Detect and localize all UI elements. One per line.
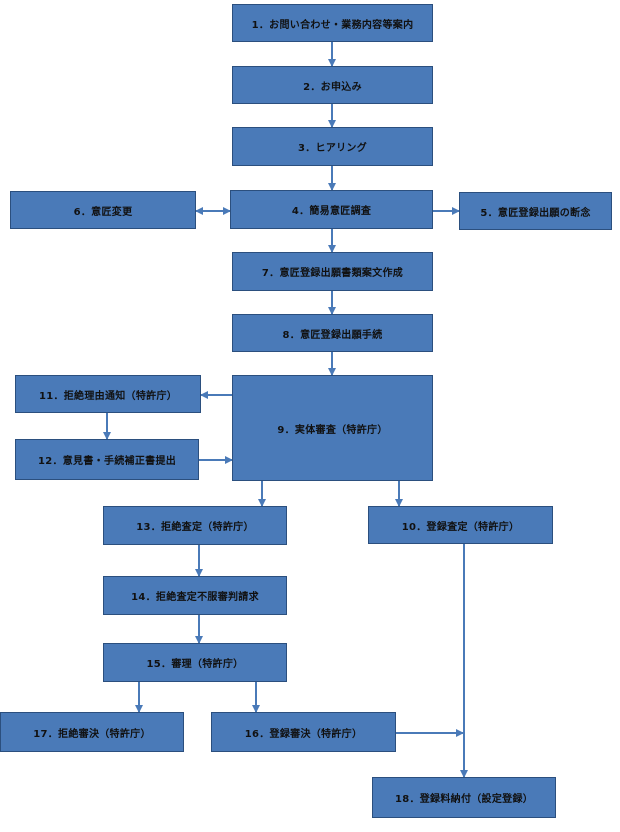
step-7-box: 7．意匠登録出願書類案文作成 [232,252,433,291]
step-8-label: 8．意匠登録出願手続 [282,329,383,341]
step-2-box: 2．お申込み [232,66,433,104]
step-5-box: 5．意匠登録出願の断念 [459,192,612,230]
step-15-label: 15．審理（特許庁） [146,659,244,670]
step-17-box: 17．拒絶審決（特許庁） [0,712,184,752]
step-4-label: 4．簡易意匠調査 [291,206,372,217]
step-12-box: 12．意見書・手続補正書提出 [15,439,199,480]
step-2-label: 2．お申込み [303,81,362,93]
step-10-box: 10．登録査定（特許庁） [368,506,553,544]
step-11-box: 11．拒絶理由通知（特許庁） [15,375,201,413]
step-13-box: 13．拒絶査定（特許庁） [103,506,287,545]
step-18-label: 18．登録料納付（設定登録） [394,794,534,805]
step-10-label: 10．登録査定（特許庁） [401,521,520,533]
step-14-box: 14．拒絶査定不服審判請求 [103,576,287,615]
step-6-label: 6．意匠変更 [73,206,133,218]
step-18-box: 18．登録料納付（設定登録） [372,777,556,818]
step-4-box: 4．簡易意匠調査 [230,190,433,229]
step-1-box: 1．お問い合わせ・業務内容等案内 [232,4,433,42]
step-14-label: 14．拒絶査定不服審判請求 [131,592,259,603]
step-15-box: 15．審理（特許庁） [103,643,287,682]
step-5-label: 5．意匠登録出願の断念 [480,207,591,219]
step-12-label: 12．意見書・手続補正書提出 [37,456,177,467]
step-3-box: 3．ヒアリング [232,127,433,166]
step-16-label: 16．登録審決（特許庁） [244,728,363,740]
step-13-label: 13．拒絶査定（特許庁） [136,522,254,533]
step-9-label: 9．実体審査（特許庁） [277,424,388,436]
step-16-box: 16．登録審決（特許庁） [211,712,396,752]
step-17-label: 17．拒絶審決（特許庁） [33,728,151,740]
step-8-box: 8．意匠登録出願手続 [232,314,433,352]
step-6-box: 6．意匠変更 [10,191,196,229]
step-1-label: 1．お問い合わせ・業務内容等案内 [251,19,414,31]
step-9-box: 9．実体審査（特許庁） [232,375,433,481]
step-11-label: 11．拒絶理由通知（特許庁） [38,390,178,402]
step-3-label: 3．ヒアリング [297,143,368,154]
step-7-label: 7．意匠登録出願書類案文作成 [261,268,404,279]
